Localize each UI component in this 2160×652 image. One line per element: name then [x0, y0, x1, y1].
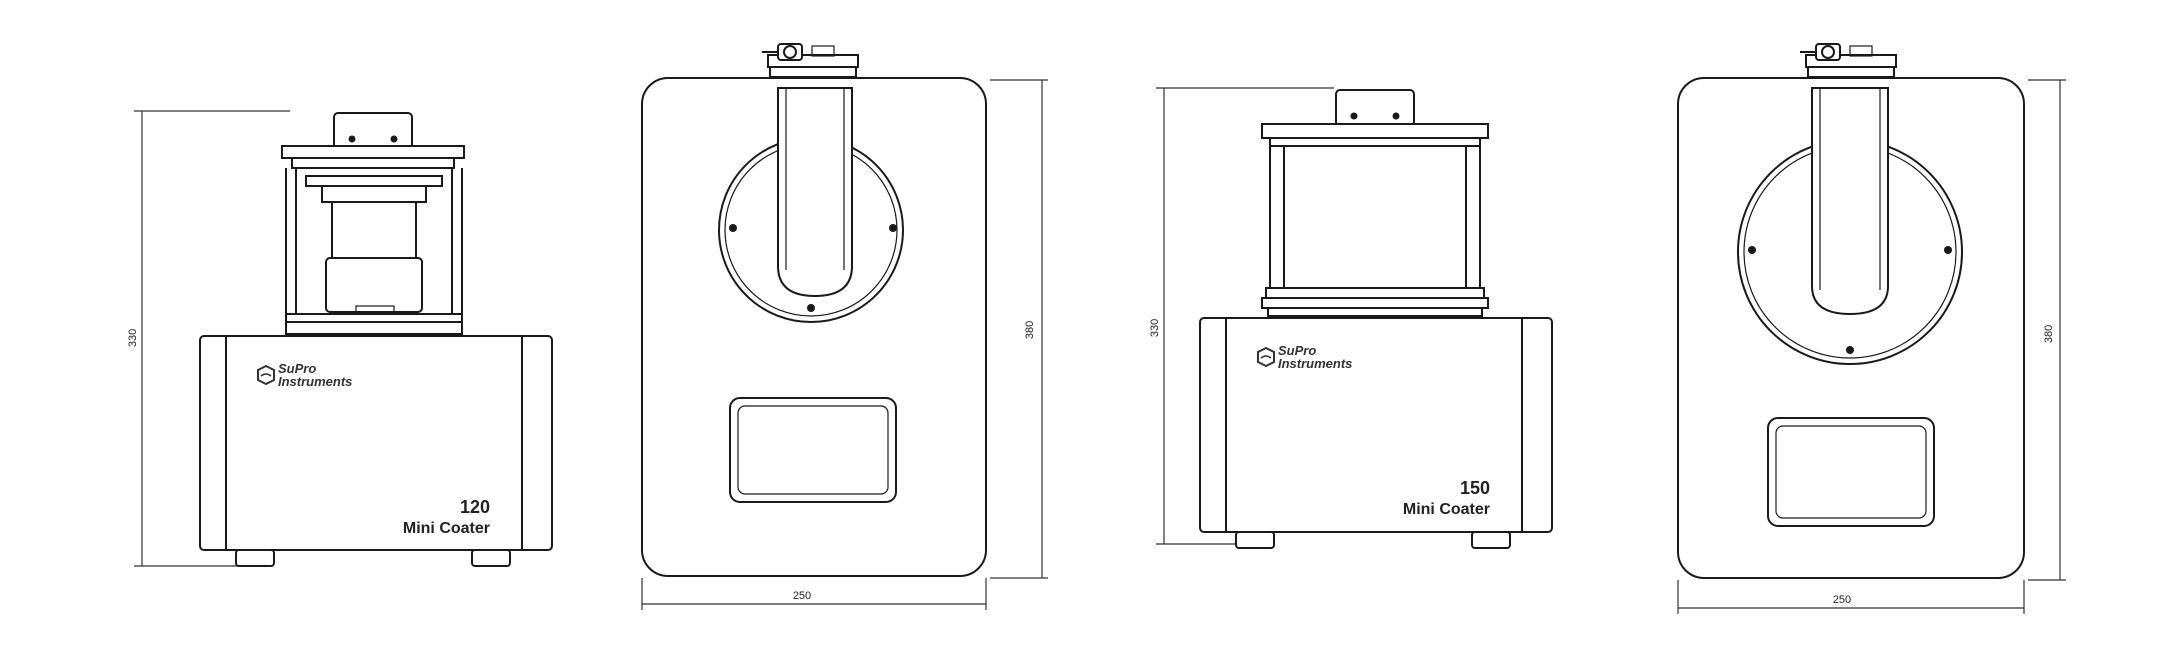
- width-dimension-label: 250: [1833, 594, 1851, 606]
- foot-right: [1471, 531, 1511, 549]
- model-name: Mini Coater: [403, 520, 490, 537]
- coater-arm: [777, 87, 853, 298]
- width-dimension-label: 250: [793, 590, 811, 602]
- lid-plate: [281, 145, 465, 159]
- coater-arm: [1811, 87, 1889, 316]
- touch-display: [1767, 417, 1935, 527]
- lid-plate: [1261, 123, 1489, 139]
- instrument-body: [199, 335, 553, 551]
- model-number: 150: [1460, 478, 1490, 498]
- model-name: Mini Coater: [1403, 501, 1490, 518]
- supro-logo: [1257, 346, 1275, 368]
- sample-holder: [325, 257, 423, 313]
- foot-left: [1235, 531, 1275, 549]
- top-clamp: [1335, 89, 1415, 127]
- brand-name-line2: Instruments: [278, 374, 352, 389]
- height-dimension-label: 330: [127, 329, 139, 347]
- coater-120-front-view: 330 SuPro Instruments: [127, 110, 553, 567]
- height-dimension-label: 330: [1149, 319, 1161, 337]
- instrument-body: [1199, 317, 1553, 533]
- brand-name-line1: SuPro: [278, 361, 316, 376]
- top-clamp: [333, 112, 413, 150]
- height-dimension-label: 380: [1024, 321, 1036, 339]
- glass-chamber: [1269, 145, 1481, 289]
- brand-name-line2: Instruments: [1278, 356, 1352, 371]
- coater-150-front-view: 330 SuPro Instruments 150 Mini Coater: [1149, 87, 1553, 549]
- supro-logo: [257, 364, 275, 386]
- touch-display: [729, 397, 897, 503]
- model-number: 120: [460, 497, 490, 517]
- foot-right: [471, 549, 511, 567]
- coater-150-side-view: 380 250: [1677, 43, 2066, 614]
- foot-left: [235, 549, 275, 567]
- coater-120-side-view: 380 250: [641, 43, 1048, 610]
- height-dimension-label: 380: [2043, 325, 2055, 343]
- brand-name-line1: SuPro: [1278, 343, 1316, 358]
